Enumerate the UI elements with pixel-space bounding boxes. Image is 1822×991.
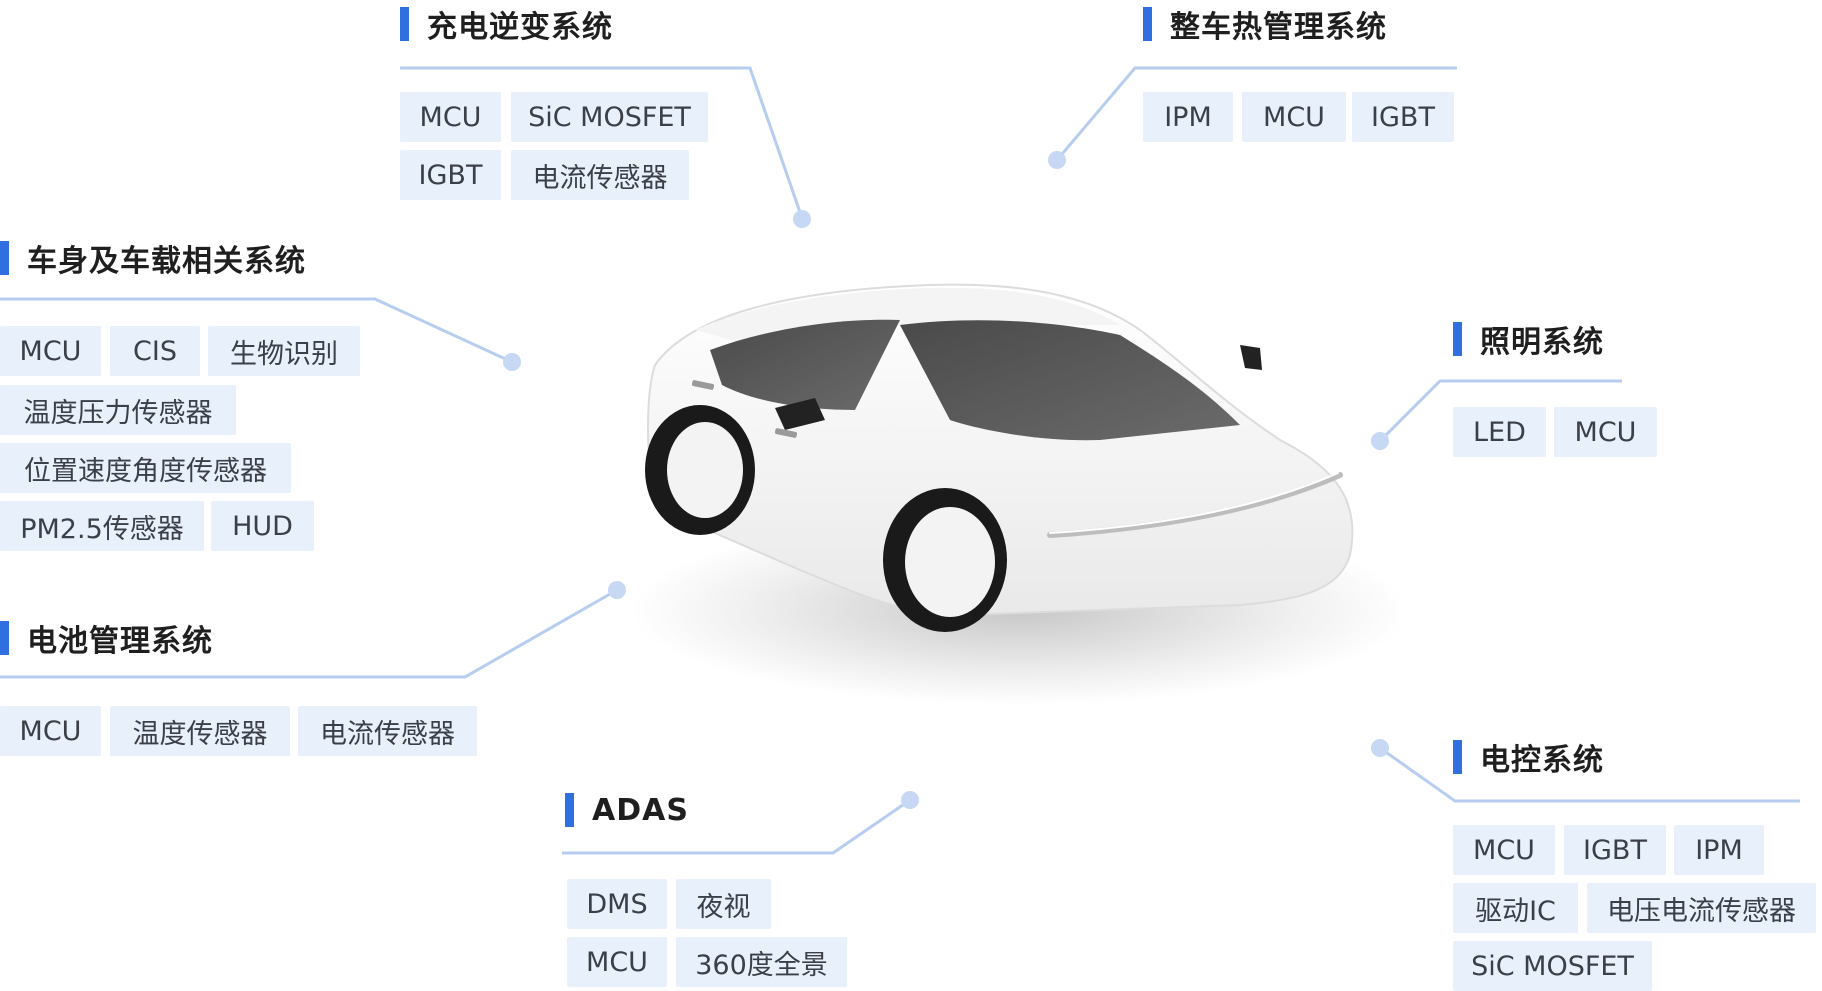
- chip-night-vision: 夜视: [676, 879, 771, 929]
- chip-igbt: IGBT: [400, 150, 501, 200]
- electric-car-image: [600, 270, 1410, 710]
- chip-dms: DMS: [567, 879, 667, 929]
- title-accent-bar: [1143, 7, 1152, 41]
- chip-sic-mosfet: SiC MOSFET: [1453, 941, 1652, 991]
- connector-dot-ecu: [1371, 739, 1389, 757]
- group-title-body: 车身及车载相关系统: [0, 240, 306, 279]
- group-title-thermal: 整车热管理系统: [1143, 6, 1387, 45]
- chip-mcu: MCU: [400, 92, 501, 142]
- title-accent-bar: [0, 241, 9, 275]
- connector-dot-charging-inverter: [793, 210, 811, 228]
- chip-mcu: MCU: [0, 706, 101, 756]
- chip-temperature-sensor: 温度传感器: [110, 706, 290, 756]
- chip-hud: HUD: [211, 501, 314, 551]
- title-text: 电控系统: [1480, 743, 1604, 778]
- title-accent-bar: [1453, 740, 1462, 774]
- title-text: ADAS: [592, 792, 689, 828]
- connector-dot-body: [503, 353, 521, 371]
- chip-mcu: MCU: [1453, 825, 1555, 875]
- chip-voltage-current-sensor: 电压电流传感器: [1587, 883, 1816, 933]
- group-title-charging-inverter: 充电逆变系统: [400, 6, 613, 45]
- title-text: 照明系统: [1480, 325, 1604, 360]
- chip-mcu: MCU: [1242, 92, 1346, 142]
- title-text: 充电逆变系统: [427, 10, 613, 45]
- chip-temp-pressure-sensor: 温度压力传感器: [0, 385, 236, 435]
- group-title-lighting: 照明系统: [1453, 321, 1604, 360]
- chip-igbt: IGBT: [1564, 825, 1666, 875]
- chip-ipm: IPM: [1143, 92, 1233, 142]
- title-accent-bar: [565, 793, 574, 827]
- chip-biometrics: 生物识别: [208, 326, 360, 376]
- title-text: 整车热管理系统: [1170, 10, 1387, 45]
- chip-sic-mosfet: SiC MOSFET: [511, 92, 708, 142]
- group-title-battery: 电池管理系统: [0, 620, 213, 659]
- chip-360-surround-view: 360度全景: [676, 937, 847, 987]
- chip-led: LED: [1453, 407, 1546, 457]
- chip-igbt: IGBT: [1352, 92, 1454, 142]
- title-accent-bar: [400, 7, 409, 41]
- title-accent-bar: [0, 621, 9, 655]
- group-title-ecu: 电控系统: [1453, 739, 1604, 778]
- connector-dot-thermal: [1048, 151, 1066, 169]
- connector-dot-adas: [901, 791, 919, 809]
- title-text: 电池管理系统: [27, 624, 213, 659]
- chip-position-speed-angle-sensor: 位置速度角度传感器: [0, 443, 291, 493]
- chip-mcu: MCU: [0, 326, 101, 376]
- chip-ipm: IPM: [1674, 825, 1764, 875]
- chip-mcu: MCU: [1554, 407, 1657, 457]
- chip-current-sensor: 电流传感器: [298, 706, 477, 756]
- title-text: 车身及车载相关系统: [27, 244, 306, 279]
- chip-cis: CIS: [110, 326, 200, 376]
- chip-mcu: MCU: [567, 937, 667, 987]
- chip-pm25-sensor: PM2.5传感器: [0, 501, 204, 551]
- chip-driver-ic: 驱动IC: [1453, 883, 1578, 933]
- group-title-adas: ADAS: [565, 792, 689, 828]
- chip-current-sensor: 电流传感器: [511, 150, 689, 200]
- title-accent-bar: [1453, 322, 1462, 356]
